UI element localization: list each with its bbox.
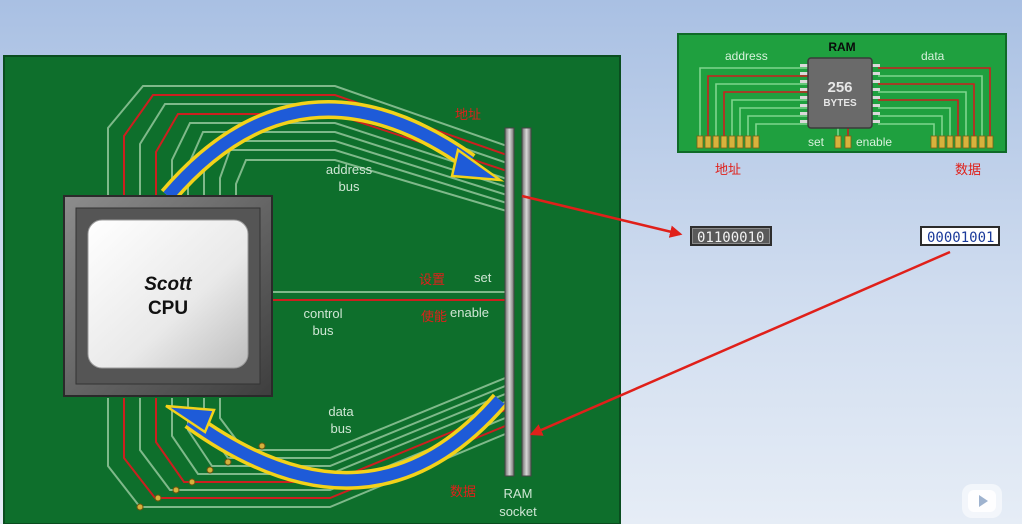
- address-annotation: 地址: [455, 107, 481, 122]
- ram-socket-label-2: socket: [499, 504, 537, 519]
- data-flow-arrow: [165, 393, 508, 490]
- address-register: 01100010: [690, 226, 772, 246]
- data-register: 00001001: [920, 226, 1000, 246]
- ram-data-label: data: [921, 49, 945, 63]
- ram-socket-label: RAM: [504, 486, 533, 501]
- ram-title: RAM: [828, 40, 855, 54]
- data-bus-label: data: [328, 404, 354, 419]
- ram-enable-label: enable: [856, 135, 892, 149]
- play-icon: [968, 490, 996, 512]
- address-register-pointer: [521, 194, 683, 238]
- data-bus-label-2: bus: [331, 421, 352, 436]
- enable-wire-label: enable: [450, 305, 489, 320]
- control-bus-label-2: bus: [313, 323, 334, 338]
- bus-vias: [136, 442, 266, 511]
- ram-size: 256: [827, 79, 852, 96]
- ram-chip: [807, 57, 873, 129]
- cpu-name: Scott: [144, 274, 192, 295]
- ram-board: 256 BYTES RAM address data set enable: [677, 33, 1007, 153]
- ram-socket: [504, 127, 532, 477]
- set-wire-label: set: [474, 270, 492, 285]
- set-annotation: 设置: [419, 272, 445, 287]
- ram-data-annotation: 数据: [955, 162, 981, 177]
- address-flow-arrow: [160, 99, 505, 203]
- address-bus-label: address: [326, 162, 373, 177]
- ram-set-label: set: [808, 135, 825, 149]
- address-bus-label-2: bus: [339, 179, 360, 194]
- data-register-pointer: [529, 250, 951, 436]
- cpu-label: CPU: [148, 298, 188, 319]
- play-button[interactable]: [962, 484, 1002, 518]
- cpu-chip: Scott CPU: [63, 195, 273, 397]
- ram-address-annotation: 地址: [715, 162, 741, 177]
- ram-address-label: address: [725, 49, 768, 63]
- enable-annotation: 使能: [421, 309, 447, 324]
- ram-unit: BYTES: [823, 98, 857, 109]
- control-bus-label: control: [303, 306, 342, 321]
- data-annotation: 数据: [450, 484, 476, 499]
- address-bus-traces: [107, 85, 511, 213]
- control-bus-traces: [272, 291, 510, 301]
